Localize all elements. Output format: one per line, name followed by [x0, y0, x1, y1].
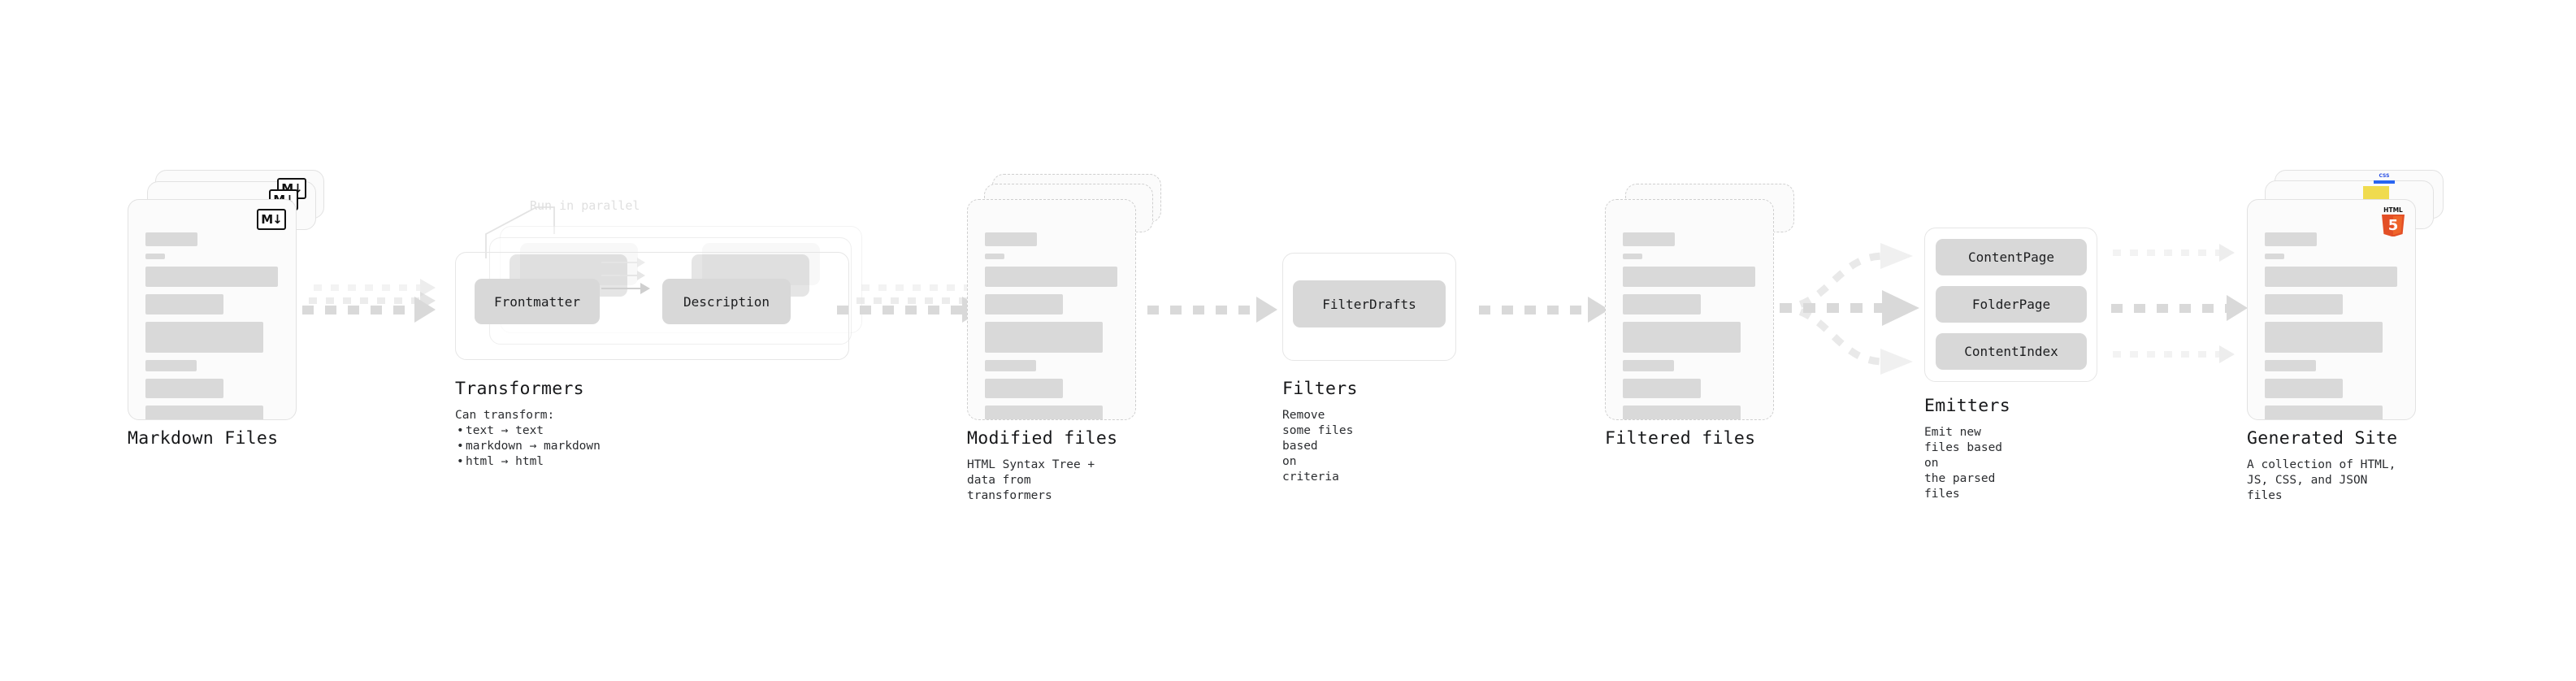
site-title: Generated Site: [2247, 428, 2398, 449]
filters-caption: Filters Remove some files based on crite…: [1282, 379, 1358, 485]
modified-card-front: [967, 199, 1136, 420]
emitter-pill-contentindex[interactable]: ContentIndex: [1936, 333, 2087, 370]
emitter-pill-contentpage[interactable]: ContentPage: [1936, 239, 2087, 275]
arrow-head: [2219, 345, 2235, 363]
markdown-title: Markdown Files: [128, 428, 279, 449]
arrow-dots: [2113, 351, 2220, 358]
run-in-parallel-bracket: [485, 206, 555, 258]
modified-caption: Modified files HTML Syntax Tree + data f…: [967, 428, 1117, 504]
arrow-head: [2219, 244, 2235, 262]
fan-out-paths: [1780, 243, 1919, 375]
svg-text:HTML: HTML: [2383, 206, 2403, 214]
arrow-head: [414, 297, 436, 323]
emitters-title: Emitters: [1924, 396, 2010, 416]
filtered-title: Filtered files: [1605, 428, 1756, 449]
filters-subtitle: Remove some files based on criteria: [1282, 409, 1354, 484]
arrow-dots: [302, 305, 415, 314]
arrow-dots: [837, 305, 963, 314]
arrow-dots: [314, 284, 421, 291]
card-skeleton-rows: [2265, 232, 2402, 419]
transformer-pill-frontmatter[interactable]: Frontmatter: [475, 279, 600, 324]
site-card-front: HTML 5: [2247, 199, 2416, 420]
modified-subtitle: HTML Syntax Tree + data from transformer…: [967, 458, 1095, 502]
emitter-pill-folderpage[interactable]: FolderPage: [1936, 286, 2087, 323]
emitters-subtitle: Emit new files based on the parsed files: [1924, 426, 2003, 501]
transformers-title: Transformers: [455, 379, 584, 399]
modified-title: Modified files: [967, 428, 1118, 449]
arrow-head: [2227, 295, 2248, 321]
card-skeleton-rows: [145, 232, 283, 419]
transformers-description: Can transform: text → text markdown → ma…: [455, 408, 601, 470]
arrow-dots: [2111, 303, 2227, 313]
svg-text:5: 5: [2388, 217, 2399, 234]
arrow-dots: [309, 297, 421, 304]
filters-title: Filters: [1282, 379, 1358, 399]
site-caption: Generated Site A collection of HTML, JS,…: [2247, 428, 2397, 504]
markdown-icon: M↓: [257, 209, 286, 230]
site-subtitle: A collection of HTML, JS, CSS, and JSON …: [2247, 458, 2396, 502]
emitters-caption: Emitters Emit new files based on the par…: [1924, 396, 2010, 502]
markdown-card-front: M↓: [128, 199, 297, 420]
transformers-caption: Transformers Can transform: text → text …: [455, 379, 601, 470]
arrow-head: [1256, 297, 1277, 323]
arrow-dots: [1147, 305, 1257, 314]
transform-item-markdown: markdown → markdown: [455, 439, 601, 454]
transformers-intro: Can transform:: [455, 409, 555, 422]
transform-item-text: text → text: [455, 423, 601, 439]
arrow-dots: [2113, 249, 2220, 256]
transformer-pill-description[interactable]: Description: [662, 279, 791, 324]
markdown-caption: Markdown Files: [128, 428, 278, 449]
filter-pill-filterdrafts[interactable]: FilterDrafts: [1293, 280, 1446, 327]
card-skeleton-rows: [985, 232, 1122, 419]
run-in-parallel-label: Run in parallel: [530, 198, 640, 213]
arrow-dots: [856, 297, 969, 304]
arrow-dots: [861, 284, 969, 291]
arrow-dots: [1479, 305, 1589, 314]
filtered-card-front: [1605, 199, 1774, 420]
filtered-caption: Filtered files: [1605, 428, 1755, 449]
transform-item-html: html → html: [455, 454, 601, 470]
html5-icon: HTML 5: [2379, 206, 2407, 237]
card-skeleton-rows: [1623, 232, 1760, 419]
